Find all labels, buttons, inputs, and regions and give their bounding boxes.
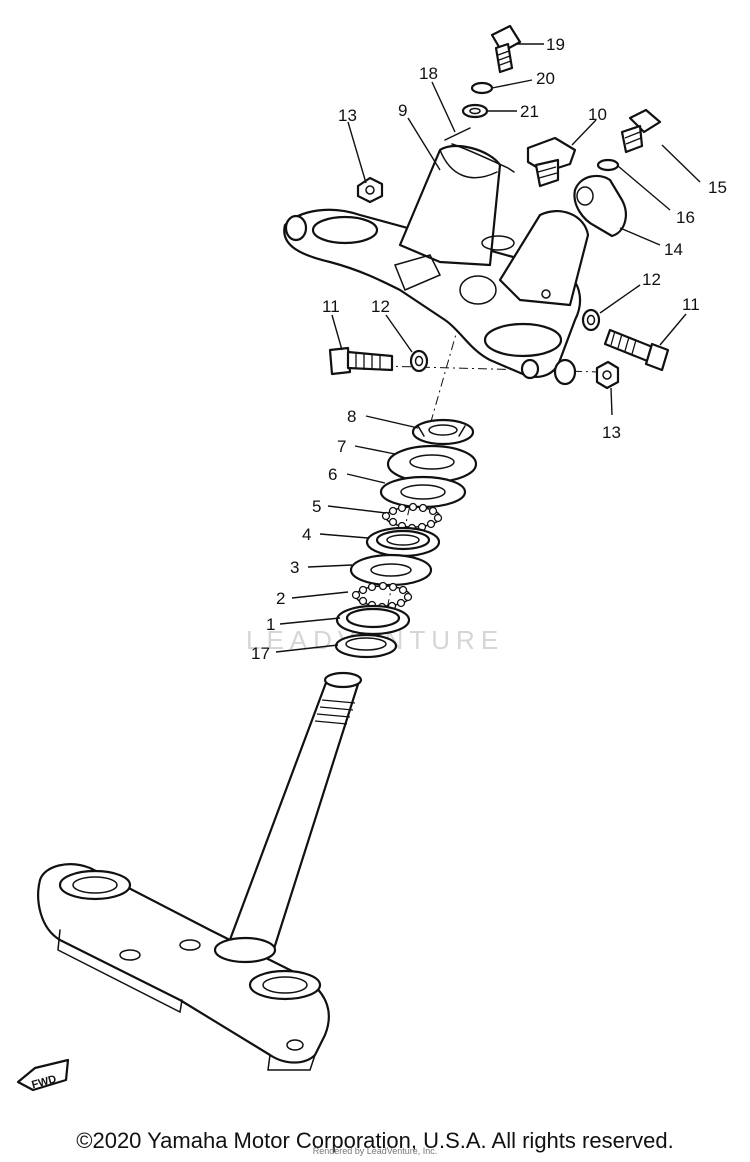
callout-13-upper: 13 [338,106,357,125]
bolt-11-left [328,346,394,376]
callout-4: 4 [302,525,311,544]
upper-bracket [283,145,590,386]
bearing-race-1 [335,604,411,636]
bolt-11-right [603,328,670,372]
bearing-race-3 [349,553,433,587]
callout-16: 16 [676,208,695,227]
callout-2: 2 [276,589,285,608]
copyright-notice: ©2020 Yamaha Motor Corporation, U.S.A. A… [76,1128,674,1153]
ball-bearings-5 [381,502,443,533]
callout-labels: 19 20 18 21 10 13 9 15 16 14 12 11 11 12… [251,35,727,663]
callout-20: 20 [536,69,555,88]
steering-stem [226,671,363,957]
callout-18: 18 [419,64,438,83]
callout-10: 10 [588,105,607,124]
lower-bracket [37,863,330,1071]
callout-3: 3 [290,558,299,577]
washer-21 [461,103,489,119]
bolt-10 [526,136,577,188]
washer-12-left [409,349,429,373]
bolt-15 [620,108,662,154]
callout-5: 5 [312,497,321,516]
callout-12-right: 12 [642,270,661,289]
nut-13-upper [356,176,384,204]
callout-21: 21 [520,102,539,121]
callout-17: 17 [251,644,270,663]
wire-clip [444,127,515,173]
callout-8: 8 [347,407,356,426]
nut-13-lower [595,360,620,390]
handlebar-clamp-14 [573,174,627,238]
bearing-race-4 [365,526,441,558]
fwd-arrow-icon: FWD [16,1058,70,1091]
callout-11-left: 11 [322,297,340,316]
bolt-19 [490,24,522,74]
ring-nut-8 [411,418,475,446]
callout-1: 1 [266,615,275,634]
callout-14: 14 [664,240,683,259]
dust-seal-17 [334,633,398,659]
washer-20 [470,81,494,95]
callout-7: 7 [337,437,346,456]
callout-19: 19 [546,35,565,54]
callout-13-lower: 13 [602,423,621,442]
washer-16 [596,158,620,172]
rendered-by-note: Rendered by LeadVenture, Inc. [312,1146,438,1156]
washer-12-right [581,308,601,332]
callout-12-left: 12 [371,297,390,316]
callout-15: 15 [708,178,727,197]
callout-11-right: 11 [682,295,700,314]
bearing-race-6 [379,475,467,509]
leader-lines [275,43,701,653]
callout-9: 9 [398,101,407,120]
callout-6: 6 [328,465,337,484]
